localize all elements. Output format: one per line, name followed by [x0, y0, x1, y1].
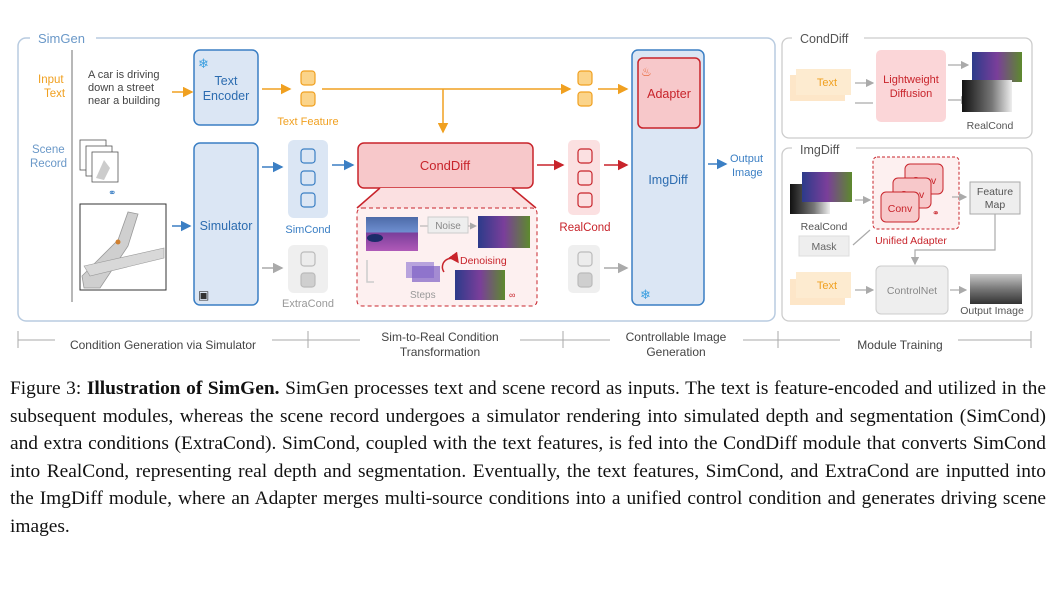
svg-text:Encoder: Encoder [203, 89, 250, 103]
imgdiff-panel [781, 147, 1033, 322]
svg-text:Text: Text [44, 88, 66, 100]
input-text-label: Input [38, 74, 64, 86]
caption-body: SimGen processes text and scene record a… [10, 378, 1046, 537]
scene-record-label: Scene [32, 144, 65, 156]
svg-text:Record: Record [30, 158, 67, 170]
denoising-arrow-icon [441, 251, 459, 273]
noise-box [427, 216, 469, 234]
output-image-label: Output [730, 153, 763, 165]
feature-map-label: Feature [977, 186, 1013, 198]
panel-seg-image [972, 52, 1022, 82]
stage-4-label: Module Training [857, 338, 942, 352]
conv-block [880, 191, 920, 223]
simgen-title: SimGen [38, 31, 85, 46]
stage-1-label: Condition Generation via Simulator [70, 338, 256, 352]
conddiff-panel-title: CondDiff [800, 32, 849, 46]
controlnet-box [875, 265, 949, 315]
svg-text:Image: Image [732, 167, 763, 179]
simulator-icon: ▣ [198, 288, 209, 302]
extracond-label: ExtraCond [282, 298, 334, 310]
simulator-box [193, 142, 259, 306]
svg-text:Transformation: Transformation [400, 345, 480, 359]
simcond-token [300, 148, 316, 164]
realcond-label: RealCond [559, 222, 610, 234]
realcond-token [577, 148, 593, 164]
conddiff-panel-text: Text [817, 77, 837, 89]
scene-record-map [79, 203, 167, 291]
extracond-token [300, 272, 316, 288]
snowflake-icon: ❄ [198, 56, 209, 71]
stage-bar [17, 331, 1032, 348]
simcond-token [300, 170, 316, 186]
real-cond-image [478, 216, 530, 248]
imgdiff-label: ImgDiff [648, 173, 688, 187]
conddiff-panel [781, 37, 1033, 139]
svg-text:Conv: Conv [888, 203, 913, 215]
controlnet-label: ControlNet [887, 285, 937, 297]
imgdiff-panel-text: Text [817, 280, 837, 292]
panel-depth-image [962, 80, 1012, 112]
panel-realcond-label: RealCond [967, 120, 1014, 132]
output-image-panel-label: Output Image [960, 305, 1024, 317]
svg-text:Map: Map [985, 199, 1006, 211]
chain-icon: ⚭ [932, 208, 940, 218]
scene-record-thumbnails [79, 139, 119, 183]
mask-label: Mask [811, 241, 837, 253]
realcond-token [577, 170, 593, 186]
denoising-image [455, 270, 505, 300]
svg-text:Generation: Generation [646, 345, 705, 359]
conddiff-label: CondDiff [420, 158, 471, 173]
adapter-box [637, 57, 701, 129]
extracond-token [300, 251, 316, 267]
simcond-token [300, 192, 316, 208]
text-feature-token [300, 70, 316, 86]
chain-icon: ∞ [509, 290, 515, 300]
svg-text:near a building: near a building [88, 95, 160, 107]
adapter-label: Adapter [647, 87, 691, 101]
simgen-frame [17, 37, 776, 322]
mask-box [798, 235, 850, 257]
text-feature-token [577, 70, 593, 86]
figure-caption: Figure 3: Illustration of SimGen. SimGen… [10, 375, 1046, 541]
snowflake-icon: ❄ [640, 287, 651, 302]
sim-depth-image [366, 217, 418, 251]
simgen-diagram: SimGen Input Text A car is driving down … [17, 29, 1033, 359]
imgdiff-seg-image [802, 172, 852, 202]
denoising-label: Denoising [460, 255, 507, 267]
imgdiff-panel-title: ImgDiff [800, 143, 840, 157]
noise-label: Noise [435, 221, 461, 232]
lightweight-diffusion-label: Lightweight [883, 74, 939, 86]
extracond-group [288, 245, 328, 293]
text-encoder-label: Text [215, 74, 238, 88]
text-feature-token [577, 91, 593, 107]
svg-text:Diffusion: Diffusion [890, 88, 933, 100]
text-encoder-box [193, 49, 259, 126]
caption-label: Figure 3: [10, 378, 82, 399]
prompt-text: A car is driving [88, 69, 160, 81]
text-feature-token [300, 91, 316, 107]
simcond-label: SimCond [285, 224, 330, 236]
simulator-label: Simulator [200, 219, 253, 233]
stage-2-label: Sim-to-Real Condition [381, 330, 498, 344]
link-icon: ⚭ [108, 188, 116, 199]
svg-text:down a street: down a street [88, 82, 154, 94]
unified-adapter-label: Unified Adapter [875, 235, 947, 247]
lightweight-diffusion-box [876, 50, 946, 122]
stage-3-label: Controllable Image [626, 330, 727, 344]
flame-icon: ♨ [641, 65, 652, 79]
steps-label: Steps [410, 290, 436, 301]
text-feature-label: Text Feature [277, 116, 338, 128]
caption-title: Illustration of SimGen. [86, 378, 280, 399]
imgdiff-realcond-label: RealCond [801, 221, 848, 233]
output-photo [970, 274, 1022, 304]
realcond-token [577, 192, 593, 208]
